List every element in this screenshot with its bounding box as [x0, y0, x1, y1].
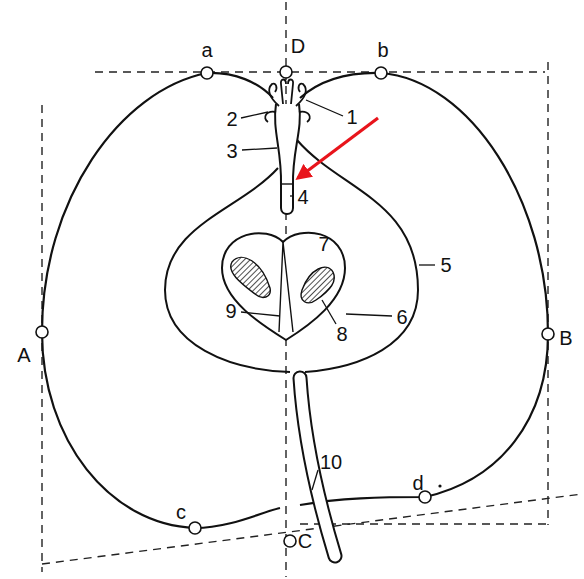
- seed: [301, 267, 334, 302]
- seed-chamber: [222, 233, 345, 340]
- callout-number: 1: [344, 106, 359, 128]
- dot-mark: [438, 484, 441, 487]
- pointer-arrow: [298, 118, 378, 178]
- construction-lines: [42, 2, 582, 577]
- point-label: c: [174, 501, 188, 523]
- landmark-points: [36, 66, 554, 547]
- point-label: C: [296, 530, 314, 552]
- point-label: a: [199, 39, 214, 61]
- calyx-tube: [275, 104, 300, 214]
- callout-number: 4: [295, 186, 310, 208]
- callout-number: 5: [438, 254, 453, 276]
- point-label: B: [557, 327, 574, 349]
- point-label: d: [410, 472, 425, 494]
- callout-number: 2: [224, 108, 239, 130]
- point-label: A: [15, 344, 32, 366]
- fruit-outline: [42, 73, 548, 528]
- point-label: b: [375, 39, 390, 61]
- callout-number: 10: [318, 451, 344, 473]
- core-axis: [279, 242, 293, 332]
- leader-lines: [241, 100, 435, 490]
- callout-number: 9: [223, 300, 238, 322]
- callout-number: 8: [334, 323, 349, 345]
- callout-number: 6: [394, 306, 409, 328]
- calyx-tube-end: [282, 183, 292, 184]
- point-label: D: [289, 35, 307, 57]
- callout-number: 3: [224, 140, 239, 162]
- calyx-lobes: [265, 80, 310, 123]
- seed: [231, 257, 271, 297]
- callout-number: 7: [316, 233, 331, 255]
